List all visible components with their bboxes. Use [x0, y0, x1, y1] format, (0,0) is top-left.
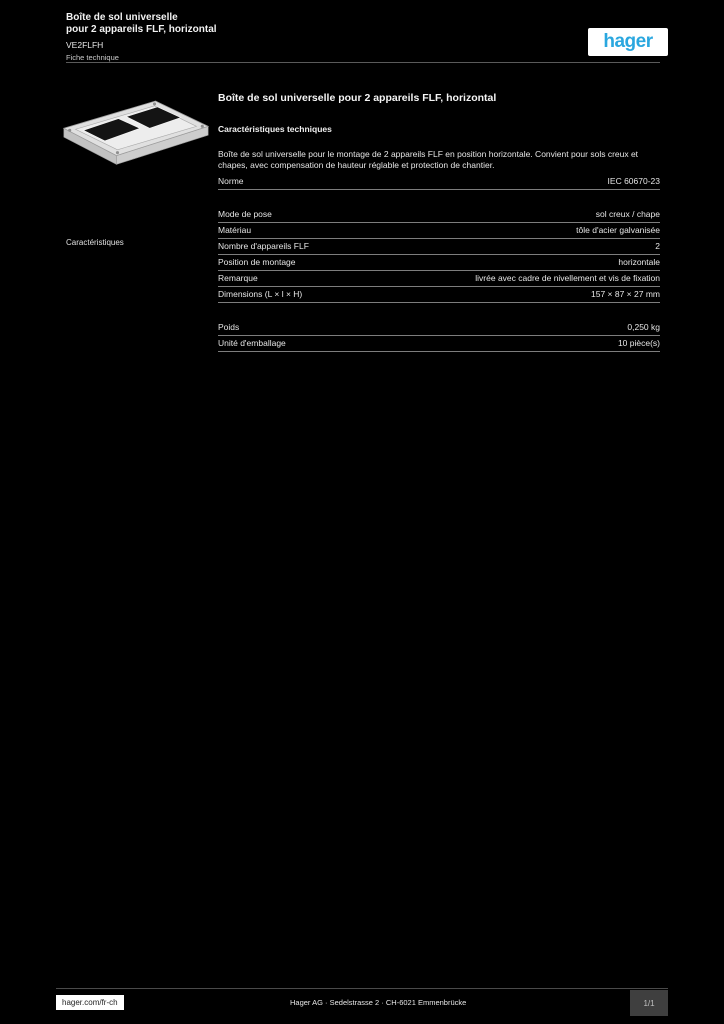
- table-row: Dimensions (L × l × H) 157 × 87 × 27 mm: [218, 287, 660, 303]
- row-value: 10 pièce(s): [617, 338, 660, 348]
- hager-logo-text: hager: [603, 31, 653, 52]
- section-side-label: Caractéristiques: [66, 238, 124, 247]
- description-paragraph: Boîte de sol universelle pour le montage…: [218, 149, 639, 170]
- row-label: Norme: [218, 176, 244, 186]
- row-label: Mode de pose: [218, 209, 272, 219]
- section-characteristics: Mode de pose sol creux / chape Matériau …: [218, 207, 660, 303]
- row-label: Nombre d'appareils FLF: [218, 241, 309, 251]
- product-image: [58, 90, 214, 190]
- row-label: Remarque: [218, 273, 258, 283]
- table-row: Matériau tôle d'acier galvanisée: [218, 223, 660, 239]
- document-type-label: Fiche technique: [66, 53, 119, 62]
- table-row: Unité d'emballage 10 pièce(s): [218, 336, 660, 352]
- product-title: Boîte de sol universelle pour 2 appareil…: [218, 92, 497, 104]
- row-value: tôle d'acier galvanisée: [576, 225, 660, 235]
- section-logistics: Poids 0,250 kg Unité d'emballage 10 pièc…: [218, 320, 660, 352]
- table-row: Norme IEC 60670-23: [218, 174, 660, 190]
- row-value: IEC 60670-23: [607, 176, 660, 186]
- product-family: Boîte de sol universelle: [66, 12, 178, 23]
- technical-data-heading: Caractéristiques techniques: [218, 124, 332, 134]
- floor-box-frame-drawing: [62, 100, 210, 165]
- row-value: 2: [655, 241, 660, 251]
- row-value: 0,250 kg: [627, 322, 660, 332]
- footer-divider: [56, 988, 668, 989]
- section-description: Boîte de sol universelle pour le montage…: [218, 149, 660, 190]
- table-row: Mode de pose sol creux / chape: [218, 207, 660, 223]
- row-value: sol creux / chape: [595, 209, 660, 219]
- product-reference: VE2FLFH: [66, 40, 104, 50]
- footer-website-link[interactable]: hager.com/fr-ch: [56, 995, 124, 1010]
- table-row: Poids 0,250 kg: [218, 320, 660, 336]
- row-label: Poids: [218, 322, 240, 332]
- row-label: Unité d'emballage: [218, 338, 286, 348]
- header-divider: [66, 62, 660, 63]
- table-row: Nombre d'appareils FLF 2: [218, 239, 660, 255]
- row-value: livrée avec cadre de nivellement et vis …: [475, 273, 660, 283]
- page-indicator: 1/1: [630, 990, 668, 1016]
- row-label: Matériau: [218, 225, 252, 235]
- row-label: Dimensions (L × l × H): [218, 289, 303, 299]
- hager-logo: hager: [588, 28, 668, 56]
- row-value: 157 × 87 × 27 mm: [591, 289, 660, 299]
- row-value: horizontale: [618, 257, 660, 267]
- footer-address: Hager AG · Sedelstrasse 2 · CH-6021 Emme…: [290, 998, 467, 1007]
- table-row: Position de montage horizontale: [218, 255, 660, 271]
- product-name: pour 2 appareils FLF, horizontal: [66, 24, 217, 35]
- table-row: Remarque livrée avec cadre de nivellemen…: [218, 271, 660, 287]
- row-label: Position de montage: [218, 257, 296, 267]
- main-column: Boîte de sol universelle pour 2 appareil…: [218, 92, 660, 369]
- header-product-block: Boîte de sol universelle pour 2 appareil…: [66, 12, 281, 62]
